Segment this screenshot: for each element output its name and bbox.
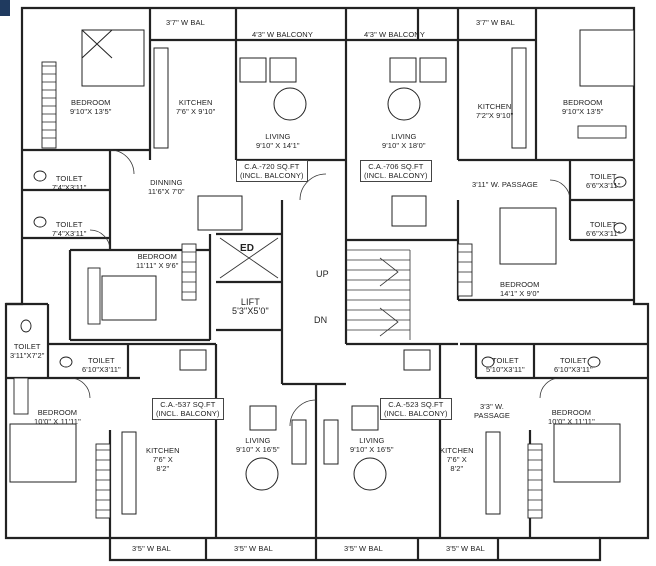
dining-tables (179, 195, 431, 371)
balcony-label: 4'3" W BALCONY (252, 30, 313, 39)
carpet-area-label: C.A.-537 SQ.FT(INCL. BALCONY) (152, 398, 224, 420)
stair-up-label: UP (316, 269, 329, 279)
kitchen-counters (121, 47, 527, 515)
stair-down-label: DN (314, 315, 328, 325)
balcony-label: 3'5" W BAL (344, 544, 383, 553)
balcony-label: 4'3" W BALCONY (364, 30, 425, 39)
balcony-label: 3'7" W BAL (476, 18, 515, 27)
corner-accent (0, 0, 10, 16)
ed-label: ED (240, 243, 255, 254)
carpet-area-label: C.A.-706 SQ.FT(INCL. BALCONY) (360, 160, 432, 182)
toilet-fixtures (20, 170, 627, 368)
sofas (239, 57, 447, 465)
passage-label: 3'11" W. PASSAGE (472, 180, 538, 189)
carpet-area-label: C.A.-523 SQ.FT(INCL. BALCONY) (380, 398, 452, 420)
living-tables (245, 87, 421, 491)
staircase (346, 249, 411, 340)
balcony-label: 3'5" W BAL (446, 544, 485, 553)
carpet-area-label: C.A.-720 SQ.FT(INCL. BALCONY) (236, 160, 308, 182)
wardrobe-hatch (42, 65, 542, 511)
balcony-label: 3'7" W BAL (166, 18, 205, 27)
passage-label: 3'3" W.PASSAGE (474, 402, 510, 420)
balcony-label: 3'5" W BAL (234, 544, 273, 553)
balcony-label: 3'5" W BAL (132, 544, 171, 553)
door-swings (69, 149, 571, 427)
duct-cross (219, 237, 279, 279)
beds (9, 29, 635, 483)
